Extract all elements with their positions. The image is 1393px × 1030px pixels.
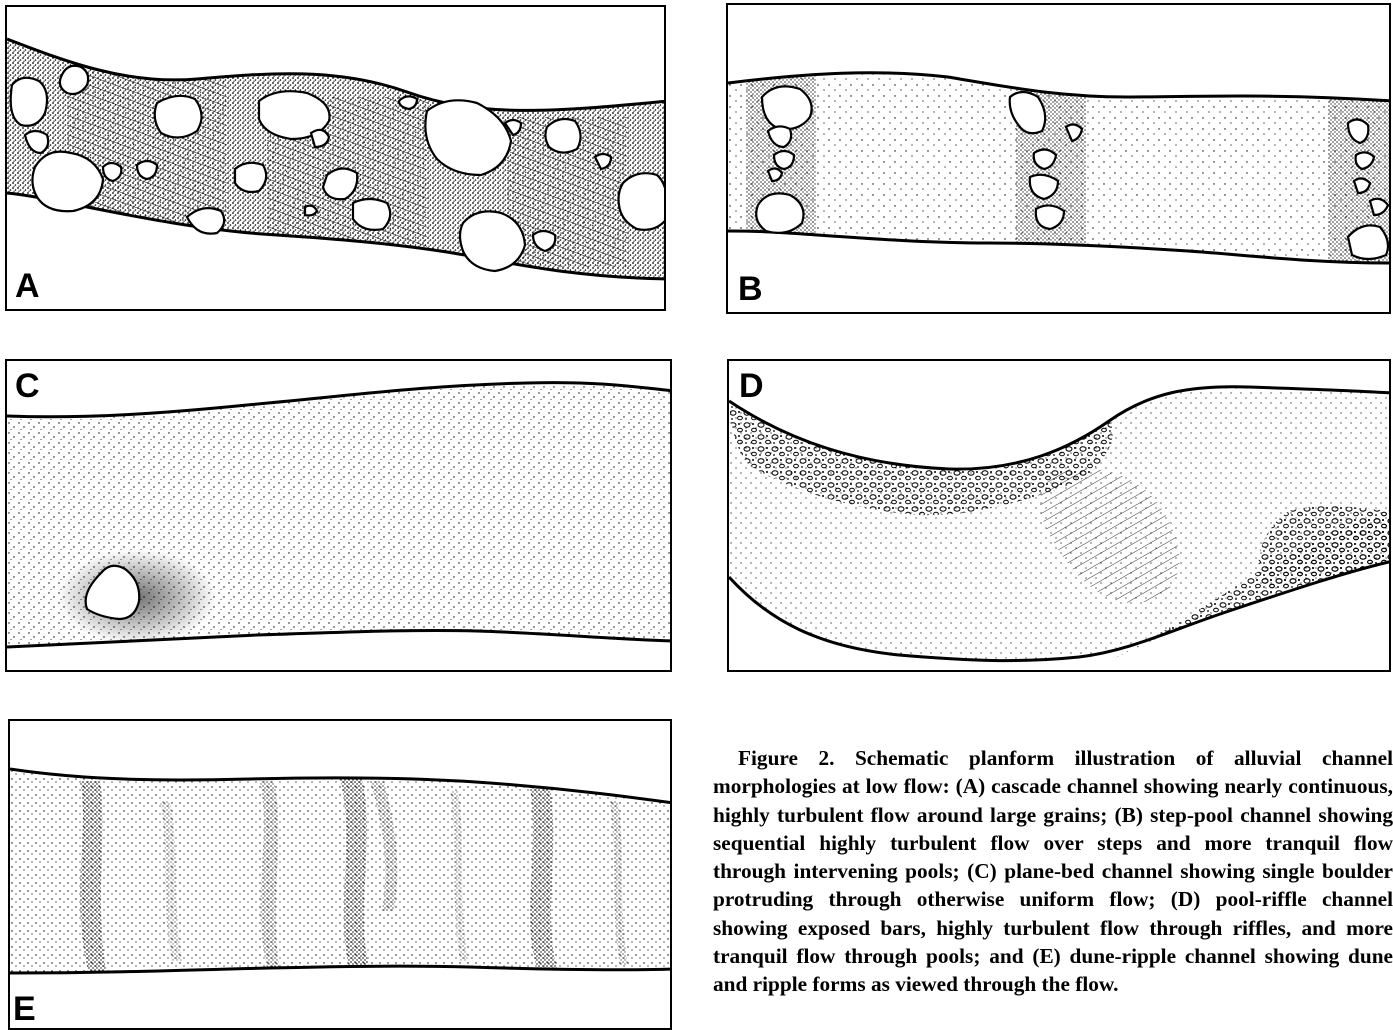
dune-ripple-channel-illustration <box>10 721 672 1030</box>
panel-d-pool-riffle-channel: D <box>727 359 1391 672</box>
panel-b-label: B <box>738 272 763 306</box>
figure-caption: Figure 2. Schematic planform illustratio… <box>713 744 1393 999</box>
panel-c-plane-bed-channel: C <box>5 359 672 672</box>
panel-e-dune-ripple-channel: E <box>8 719 672 1030</box>
step-pool-channel-illustration <box>728 5 1391 314</box>
panel-e-label: E <box>13 992 36 1026</box>
plane-bed-channel-illustration <box>7 361 672 672</box>
panel-a-label: A <box>15 269 40 303</box>
panel-b-step-pool-channel: B <box>726 3 1391 314</box>
cascade-channel-illustration <box>7 7 666 311</box>
panel-d-label: D <box>739 369 764 403</box>
pool-riffle-channel-illustration <box>729 361 1391 672</box>
panel-c-label: C <box>15 369 40 403</box>
panel-a-cascade-channel: A <box>5 5 666 311</box>
